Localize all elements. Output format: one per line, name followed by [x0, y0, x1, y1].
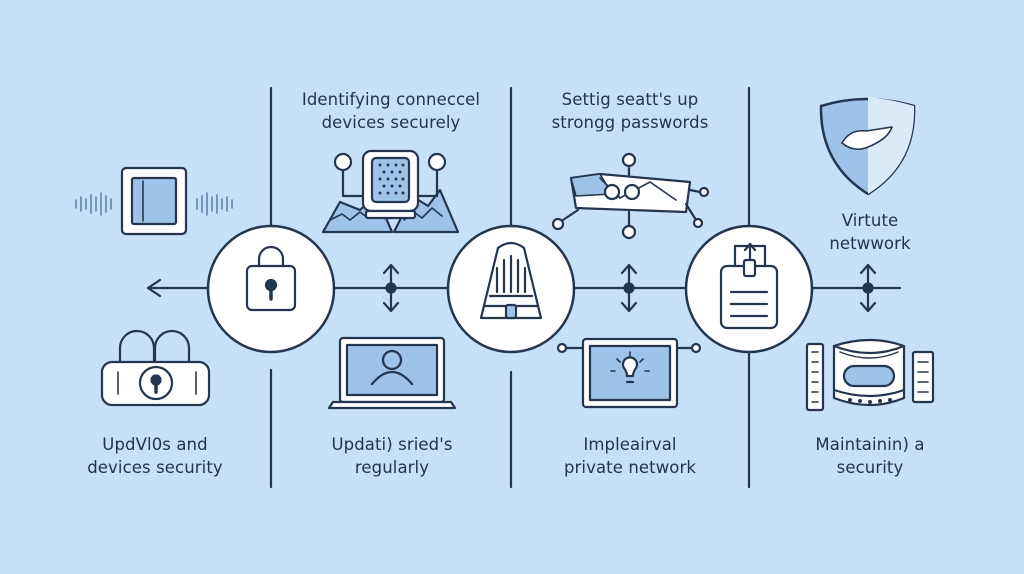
label-maintaining-security: Maintainin) a security	[755, 433, 985, 479]
double-arrow-1	[382, 263, 400, 313]
label-line: UpdVl0s and	[102, 435, 208, 454]
label-line: private network	[563, 458, 697, 477]
label-strong-passwords: Settig seatt's up strongg passwords	[511, 88, 749, 134]
label-updates-devices-security: UpdVl0s and devices security	[40, 433, 270, 479]
label-line: strongg passwords	[551, 113, 709, 132]
label-line: devices securely	[321, 113, 461, 132]
label-line: Maintainin) a	[815, 435, 925, 454]
double-arrow-2	[620, 263, 638, 313]
label-line: Impleairval	[583, 435, 677, 454]
label-line: devices security	[87, 458, 223, 477]
network-node-diagram-icon	[551, 152, 710, 240]
double-padlock-icon	[100, 329, 211, 407]
monitor-lightbulb-icon	[556, 337, 702, 409]
label-line: security	[836, 458, 904, 477]
label-updating-regularly: Updati̇) sried's regularly	[279, 433, 505, 479]
label-line: Settig seatt's up	[561, 90, 699, 109]
label-line: regularly	[354, 458, 430, 477]
server-mountain-icon	[321, 149, 460, 234]
double-arrow-3	[859, 263, 877, 313]
shield-icon	[819, 97, 916, 196]
tablet-signal-icon	[75, 166, 233, 236]
database-server-icon	[805, 338, 935, 412]
padlock-icon	[206, 224, 336, 354]
label-line: Virtute	[841, 211, 899, 230]
label-private-network: Impleairval private network	[515, 433, 745, 479]
label-line: netwwork	[829, 234, 911, 253]
label-identifying-devices: Identifying conneccel devices securely	[271, 88, 511, 134]
metronome-icon	[446, 224, 576, 354]
clipboard-lock-icon	[684, 224, 814, 354]
vertical-dividers	[269, 86, 751, 489]
label-virtual-network: Virtute netwwork	[780, 209, 960, 255]
label-line: Identifying conneccel	[301, 90, 481, 109]
laptop-user-icon	[327, 336, 457, 410]
label-line: Updati̇) sried's	[331, 435, 453, 454]
